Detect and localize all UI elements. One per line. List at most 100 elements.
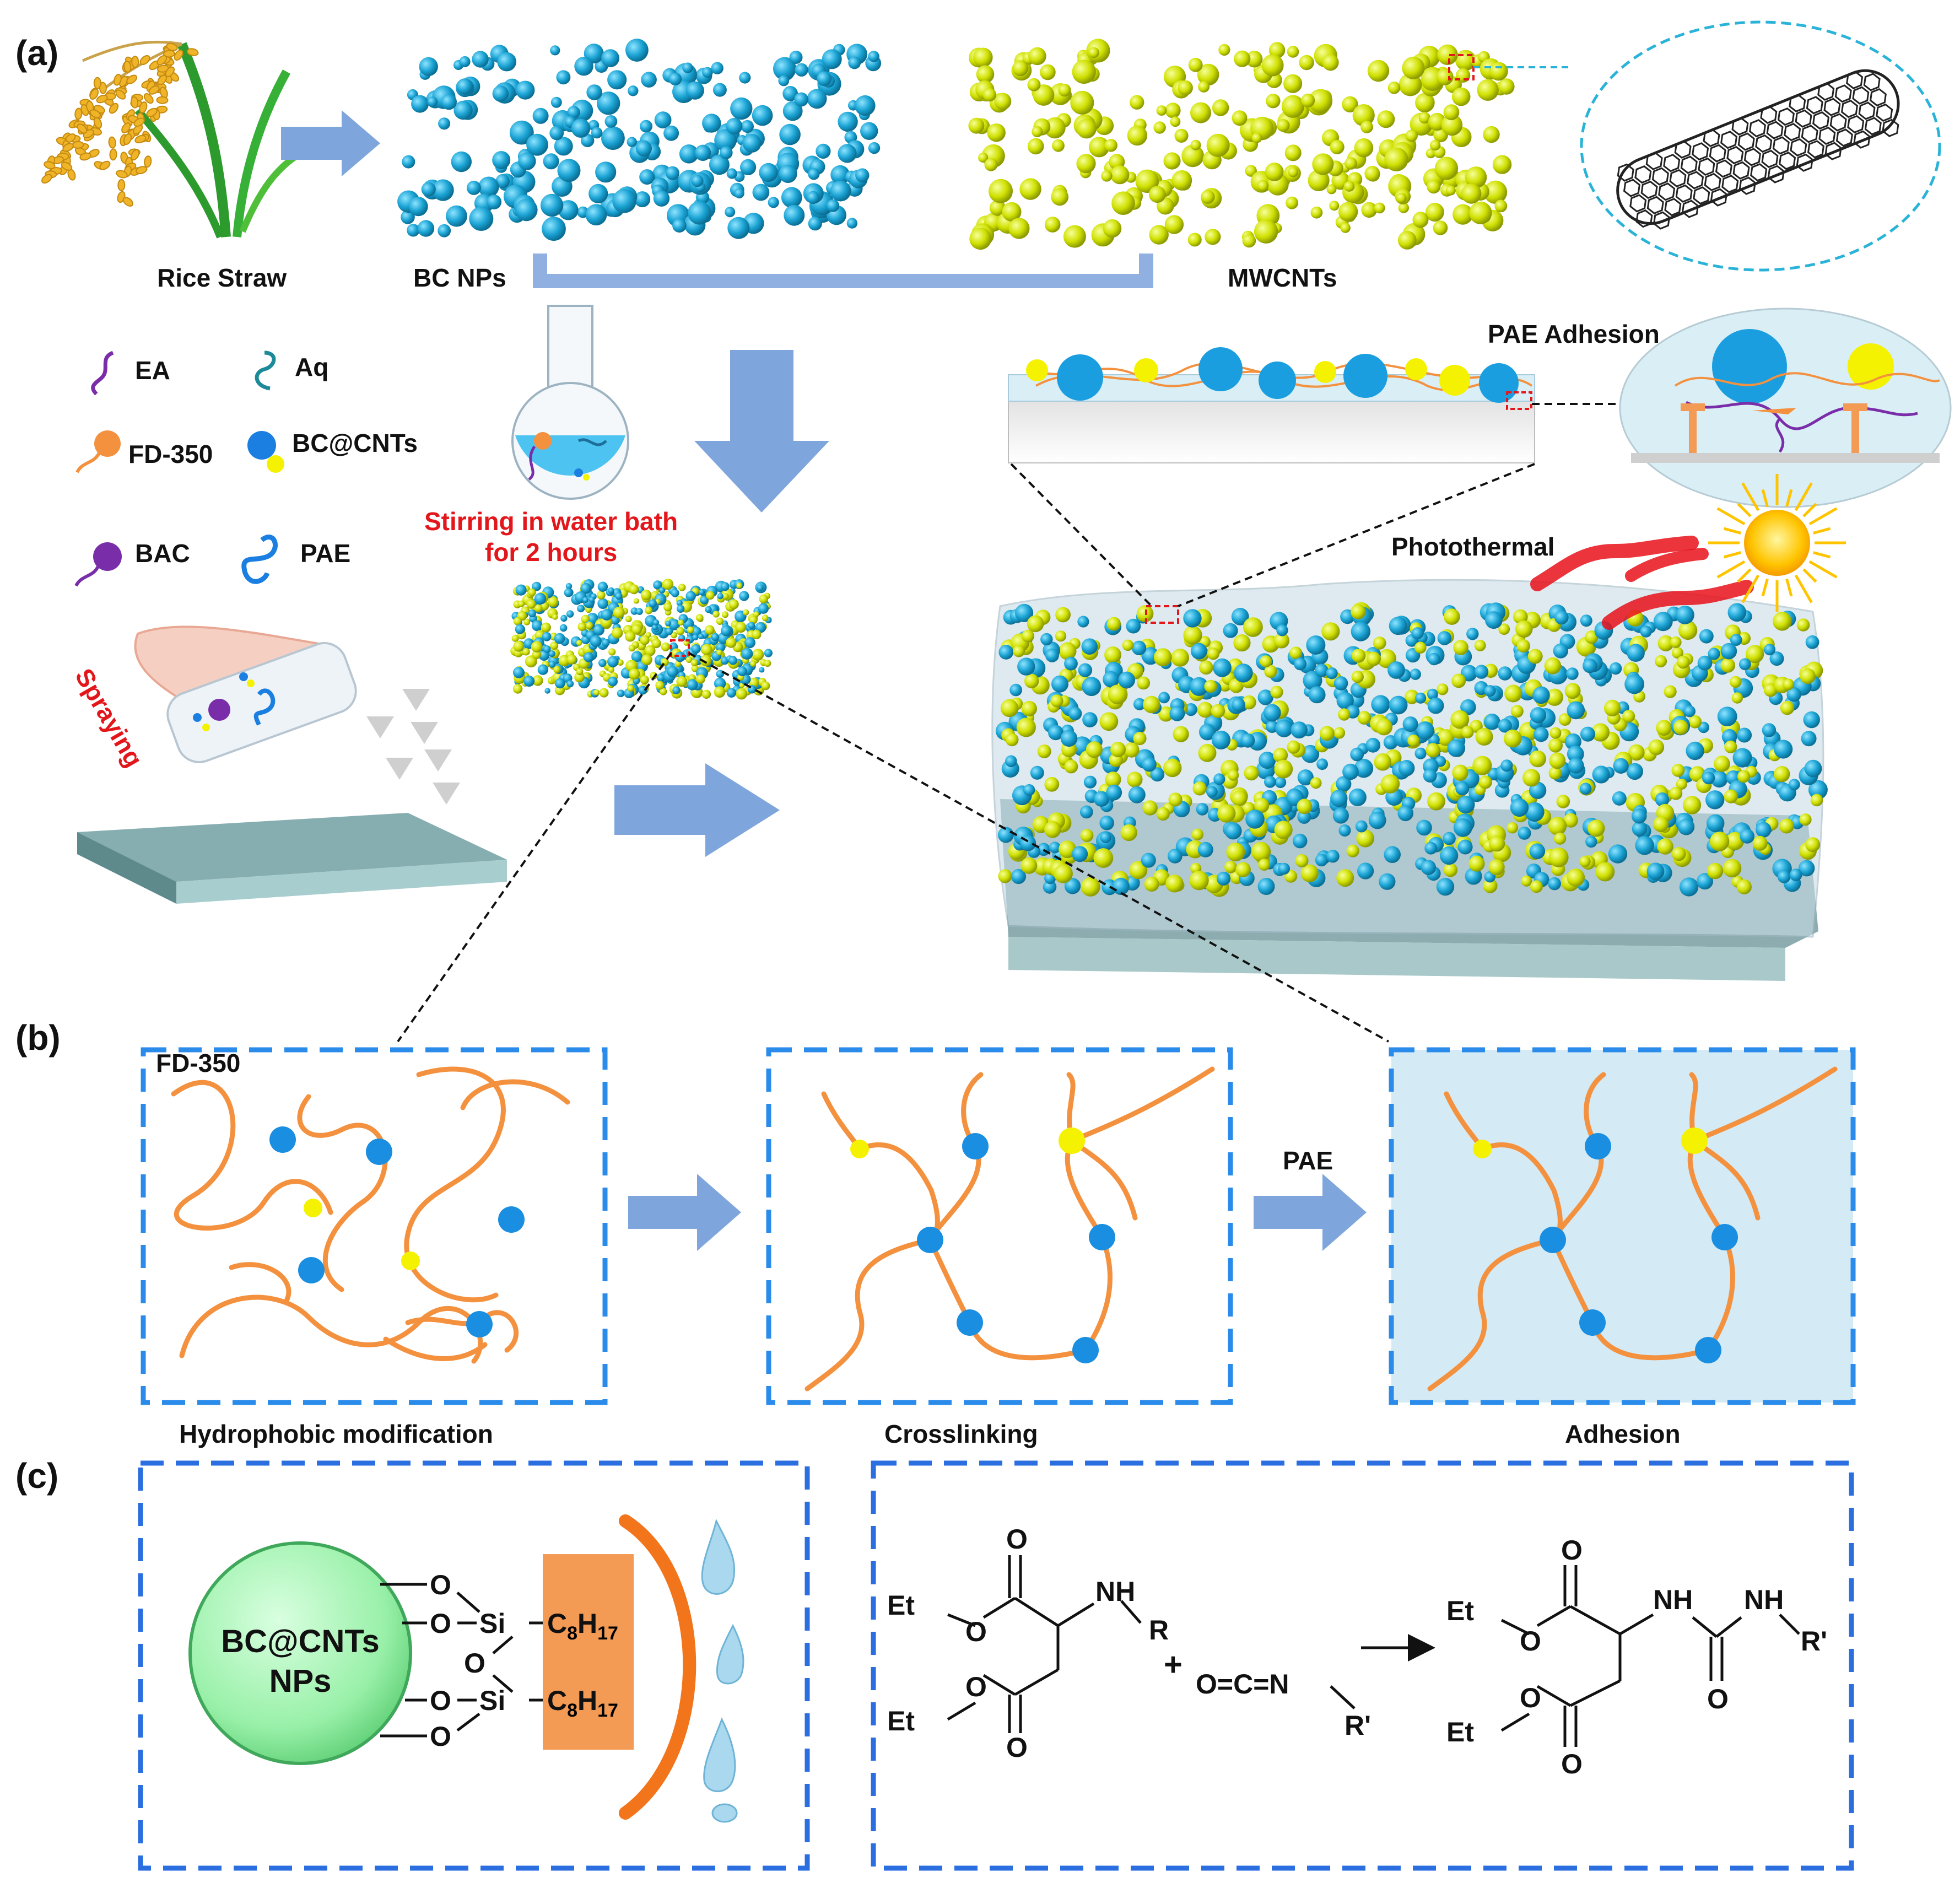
spraying-label: Spraying <box>69 664 148 772</box>
coating-particle <box>1158 706 1174 722</box>
coating-particle <box>1213 658 1232 677</box>
mixed-particle <box>531 620 543 632</box>
mwcnt-particle <box>984 158 998 171</box>
carbon-nanotube-icon <box>1616 69 1900 230</box>
coating-particle <box>1275 719 1293 737</box>
mwcnt-particle <box>1322 54 1339 71</box>
coating-particle <box>1488 859 1505 876</box>
coating-particle <box>1274 821 1293 839</box>
coating-particle <box>1567 701 1585 720</box>
mwcnt-particle <box>1281 95 1305 118</box>
bc-nanoparticle <box>784 204 805 226</box>
arrow-to-coating <box>614 763 780 857</box>
mixed-particle-layer <box>510 579 773 700</box>
coating-particle <box>1257 689 1273 705</box>
coating-particle <box>1124 742 1140 758</box>
coating-particle <box>1548 766 1562 780</box>
mixed-particle <box>716 643 726 652</box>
coating-particle <box>1144 876 1159 892</box>
mwcnt-particle <box>1367 60 1390 82</box>
mwcnt-particle <box>1451 87 1471 106</box>
mixed-particle <box>764 649 773 657</box>
mixed-particle <box>644 645 656 656</box>
coating-particle <box>1048 725 1063 741</box>
hex-ring <box>1731 117 1749 136</box>
bc-nanoparticle <box>740 159 757 175</box>
coating-particle <box>1450 710 1470 729</box>
mwcnt-particle <box>1342 96 1358 112</box>
mwcnt-particle <box>1288 167 1298 177</box>
rice-grain <box>174 50 183 61</box>
mwcnt-particle <box>1044 217 1061 233</box>
reactant-et-2: Et <box>887 1706 915 1736</box>
coating-particle <box>1330 790 1348 807</box>
mixed-particle <box>667 666 678 677</box>
coating-particle <box>1191 643 1207 660</box>
hex-ring <box>1726 145 1744 165</box>
hex-ring <box>1715 159 1732 178</box>
mixed-particle <box>706 591 715 600</box>
mixed-particle <box>518 600 525 607</box>
coating-particle <box>1244 765 1259 781</box>
coating-particle <box>1081 638 1098 655</box>
hex-ring <box>1709 144 1726 163</box>
coating-particle <box>1356 829 1374 848</box>
mixed-particle <box>555 678 565 689</box>
mwcnt-particle <box>1498 78 1515 95</box>
coating-particle <box>1055 607 1071 623</box>
bc-nanoparticle <box>532 107 549 124</box>
rice-grain <box>77 123 88 134</box>
bc-node <box>1089 1224 1115 1250</box>
mixed-particle <box>714 677 726 690</box>
coating-particle <box>1780 700 1795 715</box>
rice-grain <box>79 152 91 161</box>
coating-particle <box>1655 655 1667 667</box>
coating-particle <box>1332 807 1349 824</box>
rice-grain <box>114 74 122 86</box>
coating-particle <box>1375 718 1392 736</box>
bc-nanoparticle <box>586 84 602 100</box>
mwcnt-particle <box>1427 180 1441 194</box>
mixed-particle <box>748 622 755 629</box>
reactant-o-top: O <box>1006 1524 1028 1555</box>
mwcnt-particle <box>1201 190 1215 204</box>
bc-nanoparticle <box>773 57 796 80</box>
coating-particle <box>1129 861 1148 880</box>
coating-particle <box>1233 634 1251 652</box>
bc-nanoparticle <box>679 144 699 164</box>
coating-particle <box>1231 608 1249 625</box>
polymer-chain <box>967 1320 1088 1361</box>
polymer-chain <box>857 1142 940 1243</box>
bc-nanoparticle <box>401 210 415 224</box>
coating-particle <box>1106 784 1122 801</box>
bc-nanoparticle <box>807 89 827 109</box>
mixed-particle <box>544 688 550 694</box>
oxygen-1: O <box>430 1569 451 1600</box>
coating-particle <box>1762 723 1777 737</box>
mwcnt-particle <box>1101 170 1113 182</box>
coating-particle <box>1453 640 1468 655</box>
coating-particle <box>1588 819 1605 837</box>
coating-particle <box>1769 651 1784 666</box>
mwcnt-particle <box>1040 64 1056 80</box>
coating-particle <box>1527 649 1543 664</box>
hex-ring <box>1743 148 1761 166</box>
coating-particle <box>1613 758 1629 774</box>
mixed-particle <box>698 633 704 640</box>
bc-nanoparticle <box>822 49 842 69</box>
coating-particle <box>1243 617 1263 637</box>
mwcnt-particle <box>1287 46 1299 58</box>
hex-ring <box>1635 209 1653 228</box>
rice-grain <box>135 166 148 174</box>
coating-particle <box>1198 743 1217 762</box>
mixed-particle <box>716 649 722 656</box>
mixed-particle <box>712 611 720 618</box>
coating-particle <box>1336 692 1354 710</box>
bc-nanoparticle <box>730 97 753 120</box>
coating-particle <box>1676 778 1687 790</box>
mwcnt-particle <box>1483 180 1508 204</box>
coating-particle <box>1567 745 1584 763</box>
coating-particle <box>1171 649 1190 667</box>
adhesion-network <box>1427 1066 1838 1391</box>
mwcnt-particle <box>1397 231 1417 250</box>
